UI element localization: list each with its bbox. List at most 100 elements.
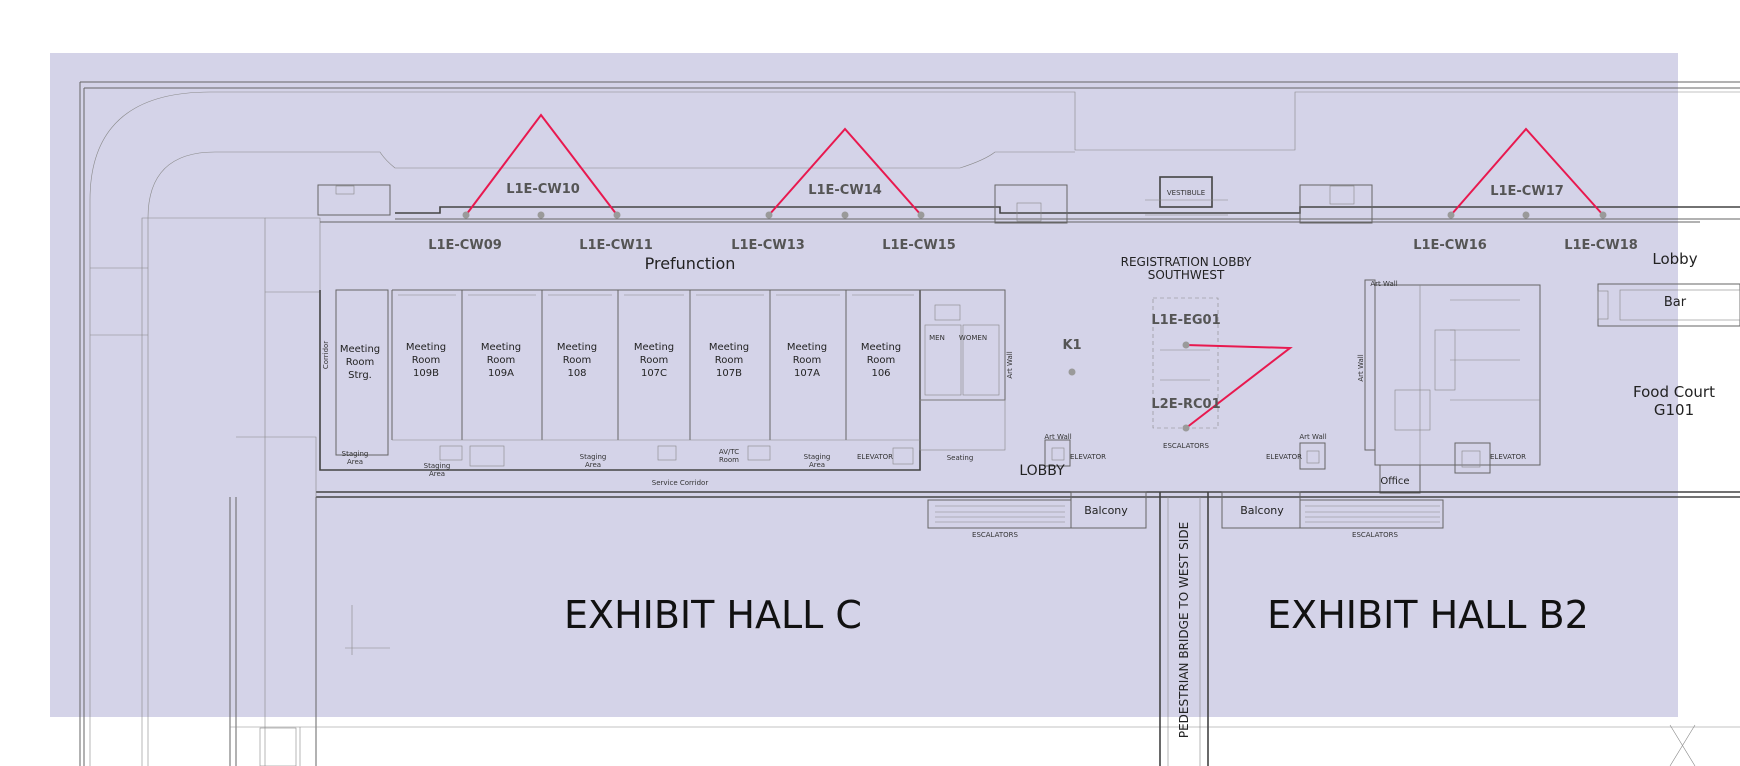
area-labels: Prefunction REGISTRATION LOBBY SOUTHWEST… xyxy=(322,189,1715,738)
label-cw16: L1E-CW16 xyxy=(1413,238,1487,253)
staging-label-1: Staging xyxy=(342,450,369,458)
art-wall-label-1: Art Wall xyxy=(1044,433,1071,441)
node-cw09[interactable] xyxy=(462,211,470,219)
escalators-right-label: ESCALATORS xyxy=(1352,531,1398,539)
room-109a-l1: Meeting xyxy=(481,342,521,353)
room-109b-l2: Room xyxy=(412,355,440,366)
node-cw17[interactable] xyxy=(1522,211,1530,219)
room-107a-l3: 107A xyxy=(794,368,820,379)
room-109b-l3: 109B xyxy=(413,368,439,379)
room-107c-l1: Meeting xyxy=(634,342,674,353)
room-109b-l1: Meeting xyxy=(406,342,446,353)
bar-label: Bar xyxy=(1664,295,1687,310)
node-cw14[interactable] xyxy=(841,211,849,219)
label-cw18: L1E-CW18 xyxy=(1564,238,1638,253)
corridor-label: Corridor xyxy=(322,341,330,369)
art-wall-label-2: Art Wall xyxy=(1299,433,1326,441)
art-wall-label-5: Art Wall xyxy=(1357,354,1365,381)
avtc-label-1: AV/TC xyxy=(719,448,739,456)
women-label: WOMEN xyxy=(959,334,987,342)
exhibit-hall-labels: EXHIBIT HALL C EXHIBIT HALL B2 xyxy=(564,593,1589,637)
node-cw13[interactable] xyxy=(765,211,773,219)
north-curtain-wall xyxy=(317,176,1740,224)
staging-label-1b: Area xyxy=(347,458,363,466)
art-wall-label-3: Art Wall xyxy=(1370,280,1397,288)
staging-label-3b: Area xyxy=(585,461,601,469)
elevator-label-1: ELEVATOR xyxy=(857,453,893,461)
label-cw09: L1E-CW09 xyxy=(428,238,502,253)
room-108-l1: Meeting xyxy=(557,342,597,353)
food-court-label-2: G101 xyxy=(1654,401,1694,419)
vestibule-label: VESTIBULE xyxy=(1167,189,1205,197)
room-106-l2: Room xyxy=(867,355,895,366)
staging-label-3: Staging xyxy=(580,453,607,461)
room-108-l2: Room xyxy=(563,355,591,366)
label-cw17: L1E-CW17 xyxy=(1490,184,1564,199)
room-strg-l3: Strg. xyxy=(348,370,372,381)
elevator-label-3: ELEVATOR xyxy=(1266,453,1302,461)
room-107a-l2: Room xyxy=(793,355,821,366)
staging-label-4: Staging xyxy=(804,453,831,461)
room-107a-l1: Meeting xyxy=(787,342,827,353)
service-corridor-label: Service Corridor xyxy=(652,479,709,487)
art-wall-label-4: Art Wall xyxy=(1006,351,1014,378)
staging-label-2: Staging xyxy=(424,462,451,470)
label-cw11: L1E-CW11 xyxy=(579,238,653,253)
room-106-l1: Meeting xyxy=(861,342,901,353)
east-service-block xyxy=(1364,279,1740,494)
node-cw11[interactable] xyxy=(613,211,621,219)
balcony-left-label: Balcony xyxy=(1084,504,1128,517)
room-107c-l2: Room xyxy=(640,355,668,366)
meeting-rooms-block xyxy=(319,289,1006,471)
exhibit-hall-c-label: EXHIBIT HALL C xyxy=(564,593,862,637)
room-106-l3: 106 xyxy=(871,368,890,379)
label-cw15: L1E-CW15 xyxy=(882,238,956,253)
room-109a-l2: Room xyxy=(487,355,515,366)
node-eg01[interactable] xyxy=(1182,341,1190,349)
label-cw10: L1E-CW10 xyxy=(506,182,580,197)
access-point-nodes xyxy=(462,211,1607,432)
access-point-labels: L1E-CW10 L1E-CW14 L1E-CW17 L1E-CW09 L1E-… xyxy=(428,182,1638,412)
label-k1: K1 xyxy=(1062,338,1081,353)
registration-lobby-label-2: SOUTHWEST xyxy=(1148,268,1225,282)
lobby-right-label: Lobby xyxy=(1652,250,1697,268)
bridge-label: PEDESTRIAN BRIDGE TO WEST SIDE xyxy=(1177,522,1191,738)
node-rc01[interactable] xyxy=(1182,424,1190,432)
coverage-links xyxy=(465,113,1604,429)
room-strg-l2: Room xyxy=(346,357,374,368)
coverage-overlay xyxy=(50,53,1678,717)
node-cw16[interactable] xyxy=(1447,211,1455,219)
office-label: Office xyxy=(1380,476,1409,487)
elevator-label-2: ELEVATOR xyxy=(1070,453,1106,461)
room-109a-l3: 109A xyxy=(488,368,514,379)
balcony-right-label: Balcony xyxy=(1240,504,1284,517)
lobby-label: LOBBY xyxy=(1019,463,1065,479)
staging-label-4b: Area xyxy=(809,461,825,469)
room-107b-l2: Room xyxy=(715,355,743,366)
registration-lobby-label-1: REGISTRATION LOBBY xyxy=(1121,255,1252,269)
prefunction-label: Prefunction xyxy=(645,254,736,273)
food-court-label-1: Food Court xyxy=(1633,383,1715,401)
building-outline xyxy=(79,81,1740,766)
escalators-center-label: ESCALATORS xyxy=(1163,442,1209,450)
avtc-label-2: Room xyxy=(719,456,739,464)
node-k1[interactable] xyxy=(1068,368,1076,376)
south-halls xyxy=(229,436,1740,766)
meeting-room-labels: Meeting Room Strg. Meeting Room 109B Mee… xyxy=(340,342,901,381)
node-cw15[interactable] xyxy=(917,211,925,219)
exhibit-hall-b2-label: EXHIBIT HALL B2 xyxy=(1267,593,1589,637)
room-107c-l3: 107C xyxy=(641,368,667,379)
node-cw18[interactable] xyxy=(1599,211,1607,219)
node-cw10[interactable] xyxy=(537,211,545,219)
elevator-label-4: ELEVATOR xyxy=(1490,453,1526,461)
room-107b-l3: 107B xyxy=(716,368,742,379)
label-cw13: L1E-CW13 xyxy=(731,238,805,253)
seating-label: Seating xyxy=(947,454,974,462)
room-108-l3: 108 xyxy=(567,368,586,379)
label-cw14: L1E-CW14 xyxy=(808,183,882,198)
label-eg01: L1E-EG01 xyxy=(1151,313,1220,328)
room-107b-l1: Meeting xyxy=(709,342,749,353)
escalators-left-label: ESCALATORS xyxy=(972,531,1018,539)
room-strg-l1: Meeting xyxy=(340,344,380,355)
